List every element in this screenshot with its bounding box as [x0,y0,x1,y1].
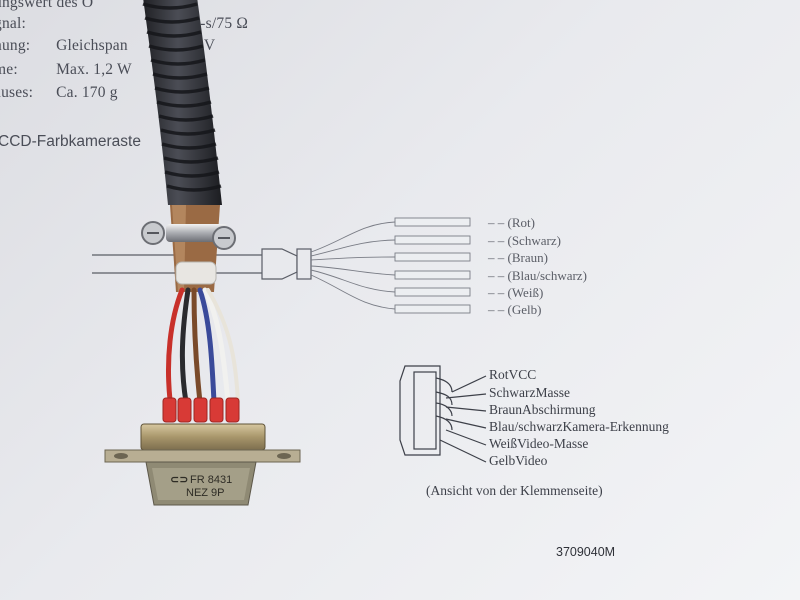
sleeve-1 [162,397,177,423]
spec-line-5-label: äuses: [0,84,34,101]
sleeve-2 [177,397,192,423]
sleeve-3 [193,397,208,423]
wire-brown [191,287,203,405]
terminal-3 [394,252,471,262]
spec-line-4-value: Max. 1,2 W [56,61,132,78]
spec-line-5-value: Ca. 170 g [56,84,118,101]
spec-line-3-label: nung: [0,37,31,54]
rib-3 [146,30,202,38]
shrink-ring [175,261,217,285]
wire-black [179,287,191,405]
heading-fragment: CCD-Farbkameraste [0,133,141,150]
spec-line-2: gnal: s-s/75 Ω [0,15,248,33]
flange-hole-left [114,453,128,459]
rib-10 [160,128,216,136]
document-code: 3709040M [556,545,616,559]
spec-line-5: äuses: Ca. 170 g [0,84,118,102]
connector-flange [104,449,301,463]
flange-hole-right [277,453,291,459]
rib-2 [144,16,200,24]
pin-label-5: WeißVideo-Masse [489,436,589,451]
rib-12 [163,156,219,164]
rib-14 [166,184,222,192]
spec-line-4-label: me: [0,61,18,78]
connector-face-diagram [399,365,487,463]
wire-bundle [166,287,240,405]
connector-inner [413,371,437,450]
pointer-6 [439,439,487,463]
connector-outline [399,365,441,456]
pin-lead-4 [435,415,453,431]
rib-6 [152,72,208,80]
pin-label-3: BraunAbschirmung [489,402,596,417]
schematic-sleeve [261,248,298,280]
sleeve-5 [225,397,240,423]
schematic-sleeve-end [296,248,312,280]
rib-5 [150,58,206,66]
cable-jacket [142,0,222,205]
wire-red [166,287,185,403]
pin-lead-3 [435,402,453,417]
terminal-4 [394,270,471,280]
rib-11 [161,142,217,150]
connector-backshell [140,423,266,451]
wire-label-2: – – (Schwarz) [488,233,561,248]
pointer-3 [445,406,487,412]
wire-label-1: – – (Rot) [488,215,535,230]
pin-lead-2 [435,391,453,406]
spec-line-1-label: ungswert des O [0,0,94,11]
pointer-4 [445,418,487,429]
diagram-caption: (Ansicht von der Klemmenseite) [426,483,603,498]
wire-blue [197,287,217,405]
wire-label-5: – – (Weiß) [488,285,544,300]
fan-wire-1 [310,221,396,253]
cable-jacket-ribs [142,2,222,192]
spec-line-4: me: Max. 1,2 W [0,61,132,79]
spec-line-2-label: gnal: [0,15,26,32]
rib-1 [142,2,198,10]
rib-13 [164,170,220,178]
pointer-5 [445,429,487,446]
wire-label-6: – – (Gelb) [488,302,542,317]
connector-marking-1: FR 8431 [190,474,232,486]
rib-4 [148,44,204,52]
schematic-terminals [394,217,471,314]
wire-shield [206,288,240,404]
terminal-1 [394,217,471,227]
connector-logo-icon: ⊂⊃ [170,474,188,486]
pin-label-6: GelbVideo [489,453,548,468]
fan-wire-4 [310,265,396,276]
pin-label-1: RotVCC [489,367,537,382]
hose-clamp [141,221,236,250]
terminal-6 [394,304,471,314]
sleeve-4 [209,397,224,423]
fan-wire-2 [310,239,396,257]
spec-line-2-value: s-s/75 Ω [194,15,249,32]
connector-shell-face [152,468,250,500]
wire-label-4: – – (Blau/schwarz) [488,268,587,283]
pin-sleeves [162,397,240,423]
rib-9 [158,114,214,122]
wire-white [202,287,231,405]
pointer-2 [445,393,487,399]
dsub-connector: ⊂⊃ FR 8431 NEZ 9P [104,423,301,506]
fan-wire-5 [310,269,396,293]
pointer-1 [451,375,487,393]
fan-wire-3 [310,256,396,261]
wire-label-3: – – (Braun) [488,250,548,265]
pin-label-4: Blau/schwarzKamera-Erkennung [489,419,669,434]
rib-7 [154,86,210,94]
terminal-5 [394,287,471,297]
rib-8 [156,100,212,108]
connector-marking-2: NEZ 9P [186,487,225,499]
spec-line-1: ungswert des O [0,0,93,12]
cable-jacket-body [143,0,222,205]
schematic-fan-wires [310,221,396,310]
terminal-2 [394,235,471,245]
pin-label-2: SchwarzMasse [489,385,570,400]
fan-wire-6 [310,274,396,310]
pin-lead-1 [435,377,453,393]
